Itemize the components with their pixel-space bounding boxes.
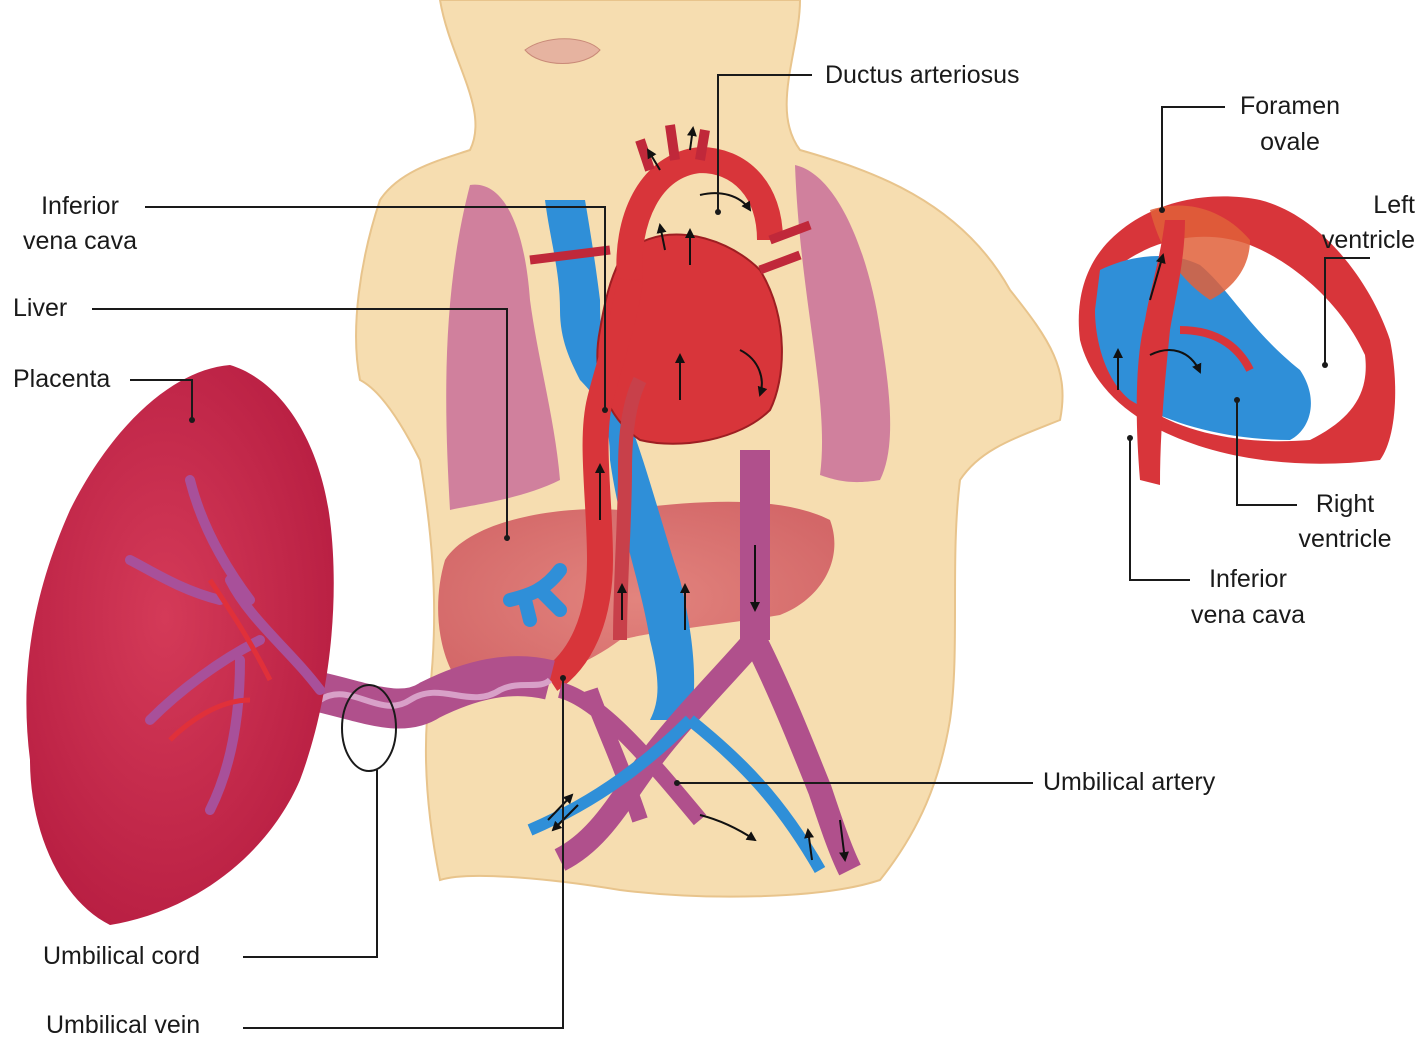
label-left-ventricle-line1: Left bbox=[1290, 188, 1415, 223]
label-left-ventricle-line2: ventricle bbox=[1290, 223, 1415, 258]
label-ductus-arteriosus: Ductus arteriosus bbox=[825, 58, 1020, 93]
label-umbilical-vein: Umbilical vein bbox=[46, 1008, 200, 1043]
placenta bbox=[26, 365, 333, 925]
label-inferior-vena-cava-line1: Inferior bbox=[20, 189, 140, 224]
label-right-ventricle-line2: ventricle bbox=[1280, 522, 1410, 557]
label-umbilical-cord: Umbilical cord bbox=[43, 939, 200, 974]
label-inferior-vena-cava-right-line1: Inferior bbox=[1170, 562, 1326, 597]
label-umbilical-artery: Umbilical artery bbox=[1043, 765, 1215, 800]
label-inferior-vena-cava-right-line2: vena cava bbox=[1170, 598, 1326, 633]
label-foramen-ovale-line2: ovale bbox=[1225, 125, 1355, 160]
label-placenta: Placenta bbox=[13, 362, 110, 397]
label-inferior-vena-cava-line2: vena cava bbox=[12, 224, 148, 259]
label-right-ventricle-line1: Right bbox=[1280, 487, 1410, 522]
label-foramen-ovale-line1: Foramen bbox=[1225, 89, 1355, 124]
label-liver: Liver bbox=[13, 291, 67, 326]
